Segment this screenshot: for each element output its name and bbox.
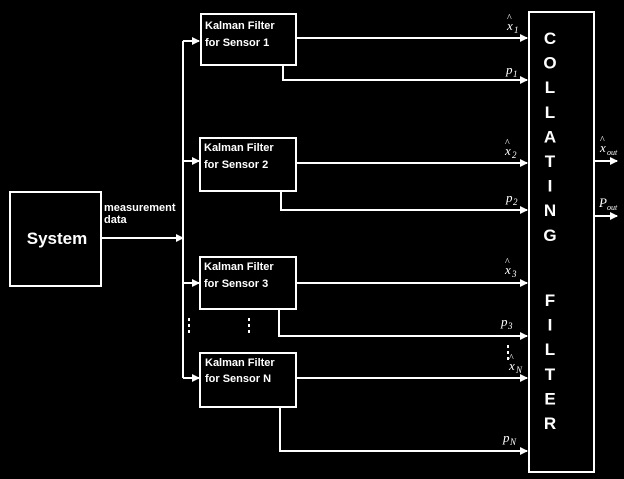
collating-letter-filter-0: F — [545, 291, 555, 310]
ellipsis-bus — [188, 318, 190, 333]
collating-letter-collating-8: G — [543, 226, 556, 245]
collating-filter-block — [528, 11, 595, 473]
kalman-filter-1: Kalman Filter for Sensor 1 — [200, 13, 297, 66]
svg-text:p: p — [502, 430, 510, 445]
collating-letter-filter-2: L — [545, 340, 555, 359]
filter-2-subtitle: for Sensor 2 — [204, 159, 268, 171]
collating-letter-collating-1: O — [543, 54, 556, 73]
collating-letter-filter-3: T — [545, 365, 556, 384]
pn-arrow — [279, 407, 528, 455]
svg-text:x: x — [504, 262, 511, 277]
filter-n-title: Kalman Filter — [205, 357, 275, 369]
svg-text:1: 1 — [513, 69, 518, 79]
collating-letter-collating-3: L — [545, 103, 555, 122]
filter-n-subtitle: for Sensor N — [205, 373, 271, 385]
svg-text:x: x — [506, 18, 513, 33]
svg-text:x: x — [599, 140, 606, 155]
svg-text:out: out — [607, 203, 618, 212]
collating-letter-collating-2: L — [545, 78, 555, 97]
pn-label: p N — [502, 430, 517, 447]
svg-text:^: ^ — [600, 135, 605, 146]
svg-text:^: ^ — [509, 353, 514, 364]
collating-letter-filter-4: E — [544, 389, 555, 408]
ellipsis-filters — [248, 318, 250, 333]
filter-3-subtitle: for Sensor 3 — [204, 278, 268, 290]
collating-letter-filter-1: I — [548, 316, 553, 335]
svg-text:1: 1 — [514, 25, 519, 35]
p3-label: p 3 — [500, 314, 513, 331]
svg-text:^: ^ — [507, 13, 512, 24]
x2-label: x ^ 2 — [504, 138, 517, 160]
svg-text:2: 2 — [512, 150, 517, 160]
svg-text:P: P — [598, 195, 607, 210]
collating-letter-collating-4: A — [544, 127, 556, 146]
svg-text:3: 3 — [507, 321, 513, 331]
svg-text:2: 2 — [513, 197, 518, 207]
system-label: System — [27, 229, 87, 248]
collating-letter-collating-6: I — [548, 177, 553, 196]
p1-label: p 1 — [505, 62, 518, 79]
collating-letter-collating-0: C — [544, 29, 556, 48]
kalman-filter-2: Kalman Filter for Sensor 2 — [199, 137, 297, 192]
collating-letter-filter-5: R — [544, 414, 556, 433]
measurement-label: measurement — [104, 202, 176, 214]
kalman-filter-n: Kalman Filter for Sensor N — [199, 352, 297, 408]
x-out-label: x ^ out — [599, 135, 618, 157]
svg-text:3: 3 — [511, 269, 517, 279]
data-label: data — [104, 214, 128, 226]
ellipsis-outputs — [507, 345, 509, 360]
filter-2-title: Kalman Filter — [204, 142, 274, 154]
svg-text:^: ^ — [505, 257, 510, 268]
x3-label: x ^ 3 — [504, 257, 517, 279]
svg-text:x: x — [508, 358, 515, 373]
xn-label: x ^ N — [508, 353, 523, 375]
collating-letter-collating-7: N — [544, 201, 556, 220]
svg-text:p: p — [505, 62, 513, 77]
filter-1-subtitle: for Sensor 1 — [205, 37, 269, 49]
p1-arrow — [282, 65, 528, 84]
p2-arrow — [280, 191, 528, 214]
x1-label: x ^ 1 — [506, 13, 519, 35]
p-out-label: P out — [598, 195, 618, 212]
p2-label: p 2 — [505, 190, 518, 207]
svg-text:^: ^ — [505, 138, 510, 149]
system-block — [9, 191, 102, 287]
kalman-filter-3: Kalman Filter for Sensor 3 — [199, 256, 297, 310]
svg-text:N: N — [509, 437, 517, 447]
svg-text:x: x — [504, 143, 511, 158]
collating-letter-collating-5: T — [545, 152, 556, 171]
p3-arrow — [278, 309, 528, 340]
svg-text:out: out — [607, 148, 618, 157]
filter-1-title: Kalman Filter — [205, 20, 275, 32]
svg-text:N: N — [515, 365, 523, 375]
svg-text:p: p — [505, 190, 513, 205]
svg-text:p: p — [500, 314, 508, 329]
filter-3-title: Kalman Filter — [204, 261, 274, 273]
